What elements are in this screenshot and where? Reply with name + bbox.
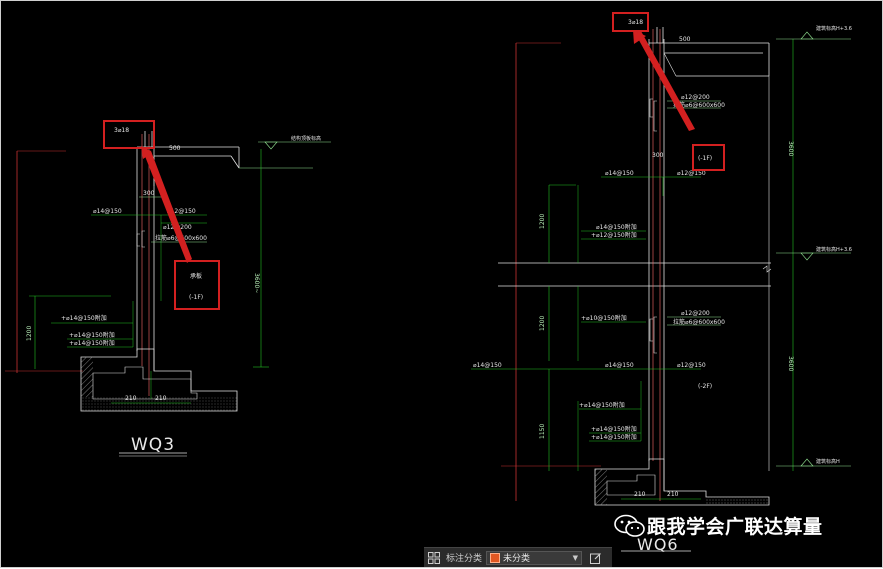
category-color-swatch — [490, 552, 501, 563]
highlight-box-wq3-rebar — [103, 120, 155, 149]
wq6-tie-1: 拉筋⌀6@600x600 — [673, 101, 725, 109]
annotation-category-label: 标注分类 — [446, 554, 483, 564]
wq3-add-bar-2: +⌀14@150附加 — [69, 331, 115, 339]
wq6-height-top: 3600 — [787, 141, 794, 156]
wq6-dim-1200b: 1200 — [539, 316, 546, 331]
wq3-height-1200: 1200 — [26, 326, 33, 341]
wq3-callout-1: 承板 — [190, 272, 202, 280]
wq3-add-bar-3: +⌀14@150附加 — [69, 339, 115, 347]
wq3-dim-210a: 210 — [125, 395, 137, 402]
wq6-rebar-v-2: ⌀12@150 — [677, 362, 706, 369]
wq6-detail: 3⌀18 500 300 ⌀12@200 拉筋⌀6@600x600 ⌀14@15… — [471, 19, 852, 554]
wq6-rebar-h-2: ⌀14@150 — [605, 362, 634, 369]
wq6-dim-500: 500 — [679, 36, 691, 43]
wq6-add-bar-e: +⌀14@150附加 — [591, 425, 637, 433]
wechat-icon — [614, 514, 645, 537]
wq3-rebar-top: 3⌀18 — [114, 127, 129, 134]
wq3-dim-300: 300 — [143, 190, 155, 197]
category-selected-value: 未分类 — [503, 554, 531, 564]
wq6-level-top: 建筑标高H+3.6 — [816, 25, 852, 32]
wq6-dim-300: 300 — [652, 152, 664, 159]
wq6-rebar-left: ⌀14@150 — [473, 362, 502, 369]
wq6-dim-1200a: 1200 — [539, 214, 546, 229]
watermark: 跟我学会广联达算量 — [613, 512, 823, 539]
highlight-box-wq6-rebar — [612, 12, 649, 32]
highlight-box-wq6-callout — [692, 144, 725, 171]
wq3-height-dim: 3600~ — [253, 273, 260, 293]
wq6-dim-210a: 210 — [634, 491, 646, 498]
wq3-title: WQ3 — [131, 435, 175, 455]
wq6-height-bot: 3600 — [787, 356, 794, 371]
wq6-rebar-top: 3⌀18 — [628, 19, 643, 26]
watermark-text: 跟我学会广联达算量 — [647, 516, 823, 538]
wq6-level-mid: 建筑标高H+3.6 — [816, 246, 852, 253]
wq6-callout: (-1F) — [698, 155, 712, 162]
edit-icon[interactable] — [586, 548, 606, 568]
wq6-rebar-v-1: ⌀12@150 — [677, 170, 706, 177]
wq6-add-bar-b: +⌀12@150附加 — [591, 231, 637, 239]
wq6-level-bot: 建筑标高H — [816, 458, 840, 465]
arrow-wq3 — [141, 146, 192, 263]
wq6-stirrup-2: ⌀12@200 — [681, 310, 710, 317]
wq3-dim-500: 500 — [169, 145, 181, 152]
grid-icon[interactable] — [424, 548, 444, 568]
wq3-add-bar-1: +⌀14@150附加 — [61, 314, 107, 322]
highlight-box-wq3-callout — [174, 260, 220, 310]
wq6-add-bar-d: +⌀14@150附加 — [579, 401, 625, 409]
wq6-level-2f: (-2F) — [698, 383, 712, 390]
wq6-add-bar-f: +⌀14@150附加 — [591, 433, 637, 441]
wq3-detail: 3⌀18 500 300 结构顶板标高 ⌀14@150 ⌀12@150 ⌀12@… — [5, 127, 331, 457]
chevron-down-icon: ▼ — [572, 553, 579, 562]
wq3-level-mark: 结构顶板标高 — [291, 135, 321, 142]
wq6-add-bar-a: ⌀14@150附加 — [596, 223, 637, 231]
wq6-dim-1150: 1150 — [539, 424, 546, 439]
wq3-dim-210b: 210 — [155, 395, 167, 402]
annotation-category-select[interactable]: 未分类 ▼ — [486, 550, 583, 565]
wq6-add-bar-c: +⌀10@150附加 — [581, 314, 627, 322]
annotation-highlights — [103, 12, 725, 310]
wq6-dim-210b: 210 — [667, 491, 679, 498]
arrow-wq6 — [635, 31, 695, 131]
wq6-tie-2: 拉筋⌀6@600x600 — [673, 318, 725, 326]
wq6-stirrup-1: ⌀12@200 — [681, 94, 710, 101]
wq6-title: WQ6 — [637, 535, 679, 554]
annotation-toolbar: 标注分类 未分类 ▼ — [424, 547, 612, 567]
wq6-rebar-h-1: ⌀14@150 — [605, 170, 634, 177]
wq3-rebar-v: ⌀12@150 — [167, 208, 196, 215]
wq3-callout-2: (-1F) — [189, 294, 203, 301]
wq3-rebar-h: ⌀14@150 — [93, 208, 122, 215]
